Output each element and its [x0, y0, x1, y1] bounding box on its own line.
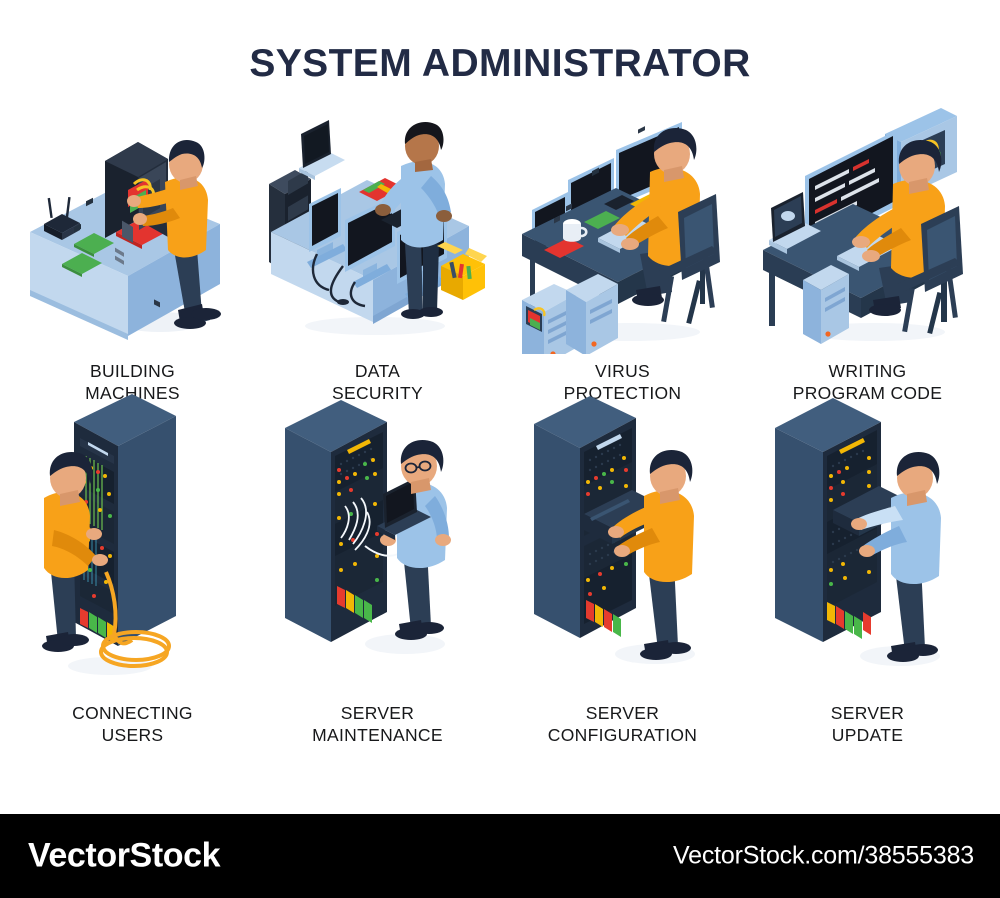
- scene-caption: SERVER MAINTENANCE: [312, 703, 443, 745]
- scene-caption: SERVER UPDATE: [830, 703, 905, 745]
- server-update-artwork: [775, 398, 941, 666]
- illustration-data-security: [255, 104, 500, 354]
- scene-caption: BUILDING MACHINES: [85, 361, 180, 403]
- scene-caption: CONNECTING USERS: [72, 703, 193, 745]
- server-configuration-artwork: [534, 396, 695, 664]
- illustration-writing-program-code: [745, 104, 990, 354]
- illustration-server-configuration: [500, 394, 745, 694]
- scene-caption: WRITING PROGRAM CODE: [792, 361, 943, 403]
- page-title: SYSTEM ADMINISTRATOR: [249, 42, 751, 85]
- scene-server-configuration[interactable]: SERVER CONFIGURATION: [500, 394, 745, 745]
- scene-building-machines[interactable]: BUILDING MACHINES: [10, 104, 255, 403]
- illustration-connecting-users: [10, 394, 255, 694]
- scene-connecting-users[interactable]: CONNECTING USERS: [10, 394, 255, 745]
- scene-server-maintenance[interactable]: SERVER MAINTENANCE: [255, 394, 500, 745]
- vectorstock-logo: VectorStock: [28, 836, 221, 875]
- connecting-users-artwork: [42, 394, 176, 675]
- building-machines-artwork: [30, 140, 221, 340]
- scene-data-security[interactable]: DATA SECURITY: [255, 104, 500, 403]
- server-maintenance-artwork: [285, 400, 451, 654]
- scene-caption: SERVER CONFIGURATION: [547, 703, 698, 745]
- illustration-server-maintenance: [255, 394, 500, 694]
- scene-server-update[interactable]: SERVER UPDATE: [745, 394, 990, 745]
- data-security-artwork: [269, 120, 487, 335]
- illustration-server-update: [745, 394, 990, 694]
- scene-caption: DATA SECURITY: [332, 361, 423, 403]
- writing-program-code-artwork: [763, 108, 963, 344]
- scene-virus-protection[interactable]: VIRUS PROTECTION: [500, 104, 745, 403]
- watermark-bar: VectorStock VectorStock.com/38555383: [0, 814, 1000, 898]
- vectorstock-url: VectorStock.com/38555383: [673, 841, 974, 870]
- illustration-virus-protection: [500, 104, 745, 354]
- virus-protection-artwork: [522, 122, 720, 354]
- illustration-building-machines: [10, 104, 255, 354]
- scene-writing-program-code[interactable]: WRITING PROGRAM CODE: [745, 104, 990, 403]
- scene-grid: BUILDING MACHINES: [10, 104, 990, 745]
